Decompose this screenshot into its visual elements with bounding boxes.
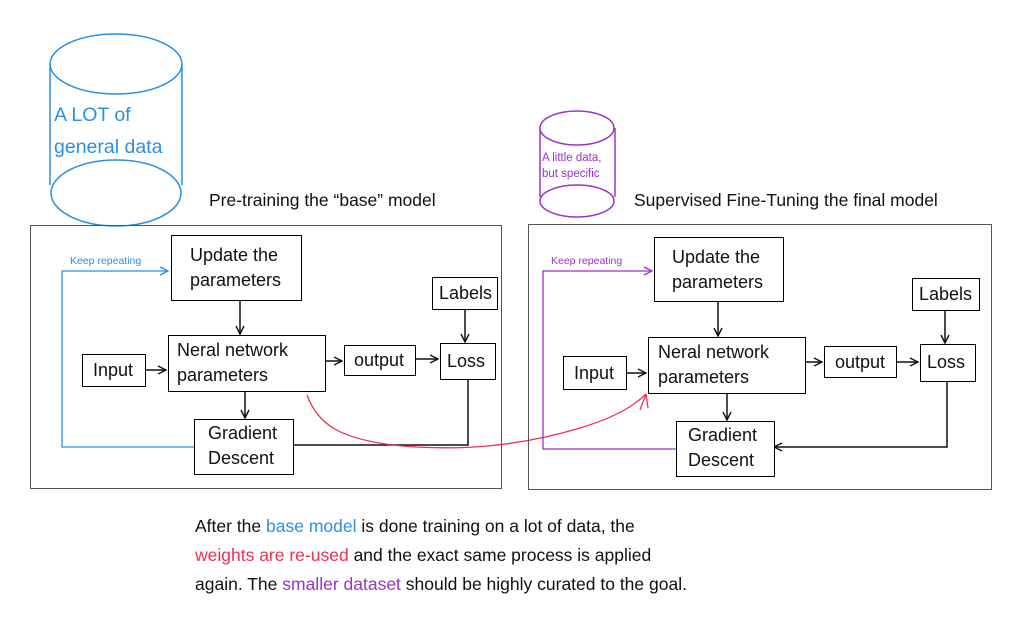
general-data-label: A LOT of general data — [54, 99, 162, 163]
specific-data-label-line1: A little data, — [542, 152, 602, 164]
caption-line2: weights are re-used and the exact same p… — [195, 541, 815, 570]
left-labels-box — [432, 277, 498, 310]
right-update-parameters-box — [654, 237, 784, 302]
caption-text-3: and the exact same process is applied — [348, 545, 652, 565]
specific-data-label: A little data, but specific — [542, 150, 601, 182]
right-output-box — [824, 346, 897, 378]
right-update-line1: Update the — [672, 247, 761, 267]
left-output-label: output — [354, 350, 405, 370]
right-gd-line1: Gradient — [688, 425, 758, 445]
general-data-label-line2: general data — [54, 136, 163, 158]
right-gd-line2: Descent — [688, 450, 755, 470]
right-loss-label: Loss — [927, 352, 966, 372]
finetuning-title: Supervised Fine-Tuning the final model — [634, 190, 938, 210]
left-output-box — [344, 345, 416, 376]
caption-line1: After the base model is done training on… — [195, 512, 815, 541]
left-gradient-descent-label: Gradient Descent — [208, 421, 277, 471]
left-gd-line1: Gradient — [208, 423, 278, 443]
caption-text-1: After the — [195, 516, 267, 536]
right-update-line2: parameters — [672, 272, 764, 292]
specific-data-label-line2: but specific — [542, 168, 600, 180]
right-nn-line2: parameters — [658, 367, 750, 387]
left-input-box — [82, 354, 146, 387]
left-update-line2: parameters — [190, 270, 282, 290]
left-update-line1: Update the — [190, 245, 279, 265]
pretraining-title: Pre-training the “base” model — [209, 190, 436, 210]
left-nn-parameters-box — [168, 335, 326, 392]
general-data-cylinder — [49, 33, 183, 227]
left-nn-line2: parameters — [177, 365, 269, 385]
left-update-parameters-label: Update the parameters — [190, 243, 281, 293]
specific-data-cylinder — [539, 110, 616, 218]
right-nn-parameters-box — [648, 337, 806, 394]
caption-text-2: is done training on a lot of data, the — [356, 516, 635, 536]
caption: After the base model is done training on… — [195, 512, 815, 599]
right-labels-label: Labels — [919, 284, 973, 304]
caption-weights-reused: weights are re-used — [195, 545, 349, 565]
right-input-label: Input — [574, 363, 615, 383]
left-loss-box — [440, 343, 496, 380]
left-update-parameters-box — [171, 235, 302, 301]
right-gradient-descent-box — [676, 421, 775, 477]
left-nn-parameters-label: Neral network parameters — [177, 338, 288, 388]
left-connectors — [61, 271, 468, 447]
right-connectors — [542, 271, 947, 449]
left-gradient-descent-box — [194, 419, 294, 475]
right-output-label: output — [835, 352, 886, 372]
caption-base-model: base model — [266, 516, 357, 536]
left-input-label: Input — [93, 360, 134, 380]
left-loss-label: Loss — [447, 351, 486, 371]
right-input-box — [563, 356, 627, 390]
right-nn-parameters-label: Neral network parameters — [658, 340, 769, 390]
general-data-label-line1: A LOT of — [54, 104, 131, 126]
finetuning-panel — [528, 224, 992, 490]
right-labels-box — [912, 278, 980, 311]
right-update-parameters-label: Update the parameters — [672, 245, 763, 295]
caption-smaller-dataset: smaller dataset — [282, 574, 401, 594]
left-gd-line2: Descent — [208, 448, 275, 468]
left-nn-line1: Neral network — [177, 340, 289, 360]
right-nn-line1: Neral network — [658, 342, 770, 362]
pretraining-panel — [30, 225, 502, 489]
weights-reuse-curve — [306, 393, 649, 449]
right-loss-box — [920, 344, 976, 382]
caption-text-5: should be highly curated to the goal. — [400, 574, 687, 594]
right-keep-repeating-label: Keep repeating — [551, 255, 623, 267]
caption-line3: again. The smaller dataset should be hig… — [195, 570, 815, 599]
caption-text-4: again. The — [195, 574, 283, 594]
left-keep-repeating-label: Keep repeating — [70, 255, 142, 267]
left-labels-label: Labels — [439, 283, 493, 303]
right-gradient-descent-label: Gradient Descent — [688, 423, 757, 473]
